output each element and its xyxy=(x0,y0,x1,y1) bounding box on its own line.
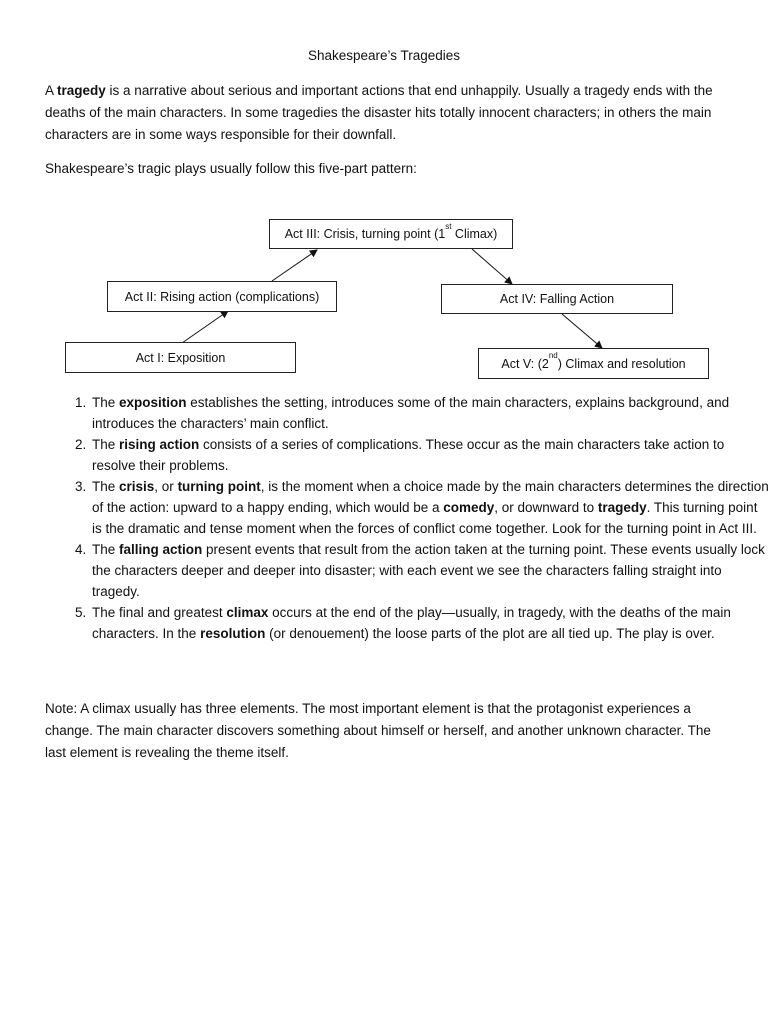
act4-box: Act IV: Falling Action xyxy=(441,284,673,314)
arrow-act2-to-act3 xyxy=(271,249,318,282)
step4-term: falling action xyxy=(119,542,203,557)
act1-label: Act I: Exposition xyxy=(135,350,226,365)
act3-label-suffix: Climax) xyxy=(451,227,498,241)
step5-text-a: The final and greatest xyxy=(92,605,227,620)
step3-text-e: , is the moment when a choice made by th… xyxy=(92,479,768,515)
intro-paragraph: A tragedy is a narrative about serious a… xyxy=(45,80,725,146)
list-item-falling-action: The falling action present events that r… xyxy=(90,539,768,602)
act2-box: Act II: Rising action (complications) xyxy=(107,281,337,312)
intro-text-rest: is a narrative about serious and importa… xyxy=(45,83,713,142)
step3-term-crisis: crisis xyxy=(119,479,155,494)
step1-term: exposition xyxy=(119,395,187,410)
step3-term-tragedy: tragedy xyxy=(597,500,647,515)
arrow-act1-to-act2 xyxy=(181,310,229,344)
step3-text-i: . This turning point is the dramatic and… xyxy=(92,500,758,536)
act5-label: Act V: (2nd) Climax and resolution xyxy=(501,352,686,371)
step3-text-c: , or xyxy=(154,479,178,494)
intro-term-tragedy: tragedy xyxy=(57,83,106,98)
step5-text-e: (or denouement) the loose parts of the p… xyxy=(265,626,715,641)
step3-term-turning-point: turning point xyxy=(177,479,261,494)
step3-text-g: , or downward to xyxy=(494,500,598,515)
act5-label-prefix: Act V: (2 xyxy=(501,356,549,371)
act5-label-suffix: ) Climax and resolution xyxy=(557,356,686,371)
act-explanations-list: The exposition establishes the setting, … xyxy=(45,392,768,644)
arrow-act3-to-act4 xyxy=(471,248,513,285)
act2-label: Act II: Rising action (complications) xyxy=(124,289,320,304)
step3-term-comedy: comedy xyxy=(443,500,495,515)
step5-text-c: occurs at the end of the play—usually, i… xyxy=(92,605,731,641)
intro-text-start: A xyxy=(45,83,58,98)
step2-term: rising action xyxy=(119,437,200,452)
act1-box: Act I: Exposition xyxy=(65,342,296,373)
act5-label-sup: nd xyxy=(548,351,558,361)
step1-text-a: The xyxy=(92,395,120,410)
list-item-exposition: The exposition establishes the setting, … xyxy=(90,392,768,434)
act3-label: Act III: Crisis, turning point (1st Clim… xyxy=(284,222,498,241)
list-item-climax-resolution: The final and greatest climax occurs at … xyxy=(90,602,768,644)
step3-text-a: The xyxy=(92,479,120,494)
page-title: Shakespeare’s Tragedies xyxy=(307,48,461,63)
diagram-arrows xyxy=(181,248,603,349)
step5-term-resolution: resolution xyxy=(200,626,266,641)
act5-box: Act V: (2nd) Climax and resolution xyxy=(478,348,709,379)
list-item-rising-action: The rising action consists of a series o… xyxy=(90,434,768,476)
note-paragraph: Note: A climax usually has three element… xyxy=(45,701,711,760)
act3-box: Act III: Crisis, turning point (1st Clim… xyxy=(269,219,513,249)
step4-text-c: present events that result from the acti… xyxy=(92,542,765,599)
list-item-crisis: The crisis, or turning point, is the mom… xyxy=(90,476,768,539)
step1-text-c: establishes the setting, introduces some… xyxy=(92,395,730,431)
act3-label-prefix: Act III: Crisis, turning point (1 xyxy=(284,227,446,241)
act4-label: Act IV: Falling Action xyxy=(499,292,615,306)
pattern-sentence: Shakespeare’s tragic plays usually follo… xyxy=(45,161,417,176)
step2-text-c: consists of a series of complications. T… xyxy=(92,437,725,473)
step2-text-a: The xyxy=(92,437,120,452)
arrow-act4-to-act5 xyxy=(561,313,603,349)
step4-text-a: The xyxy=(92,542,120,557)
step5-term-climax: climax xyxy=(226,605,269,620)
five-part-diagram: Act III: Crisis, turning point (1st Clim… xyxy=(0,200,768,390)
act3-label-sup: st xyxy=(445,221,452,231)
